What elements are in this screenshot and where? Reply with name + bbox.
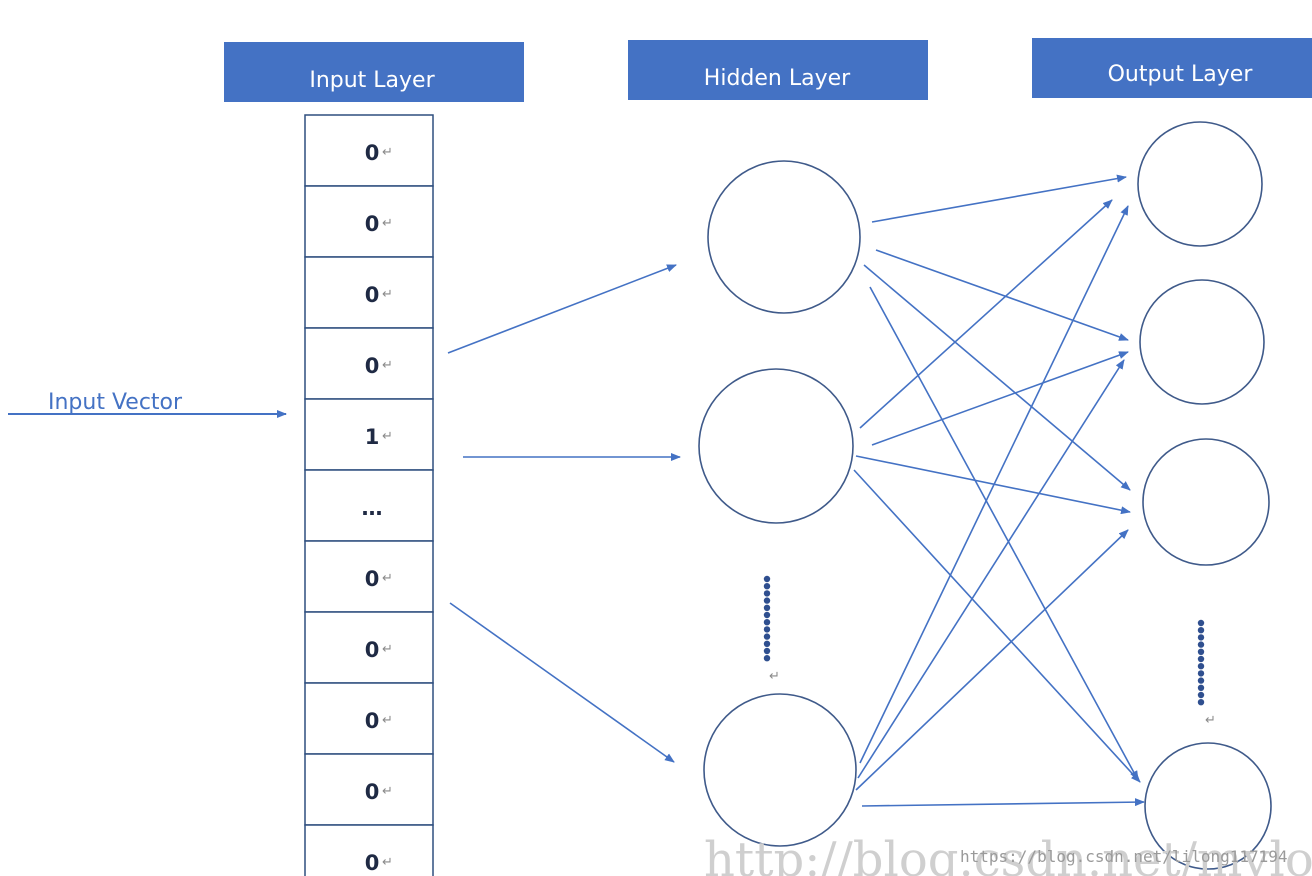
output-layer-header: Output Layer	[1032, 38, 1312, 98]
ellipsis-dot	[1197, 648, 1205, 655]
input-cell-value: 0	[365, 851, 380, 875]
input-cell-value: …	[362, 496, 383, 520]
input-cell	[304, 753, 434, 826]
input-cell-return-mark: ↵	[382, 145, 393, 160]
ellipsis-dot	[1197, 670, 1205, 677]
connections	[447, 174, 1145, 807]
ellipsis-dot	[763, 640, 771, 647]
ellipsis-dot	[763, 633, 771, 640]
input-cell-return-mark: ↵	[382, 855, 393, 870]
output-node-3	[1142, 438, 1270, 566]
input-cell	[304, 682, 434, 755]
watermark-url: https://blog.csdn.net/lilong117194	[960, 847, 1288, 866]
hidden3-to-output3	[855, 529, 1129, 791]
hidden2-to-output2	[871, 351, 1129, 446]
input-layer-title: Input Layer	[309, 68, 435, 93]
ellipsis-dot	[1197, 677, 1205, 684]
output-ellipsis-dots	[1197, 619, 1205, 706]
input-cell-value: 0	[365, 283, 380, 307]
hidden2-to-output3	[855, 455, 1131, 515]
ellipsis-dot	[1197, 684, 1205, 691]
output-ellipsis-mark: ↵	[1205, 713, 1216, 728]
input-cell-return-mark: ↵	[382, 287, 393, 302]
input-cell-value: 0	[365, 212, 380, 236]
hidden2-to-output4	[853, 469, 1141, 783]
hidden3-to-output2	[857, 359, 1125, 779]
hidden-node-3	[703, 693, 857, 847]
hidden1-to-output4	[869, 286, 1139, 781]
input-cell	[304, 114, 434, 187]
input-to-hidden-1	[447, 264, 677, 354]
input-cell-value: 0	[365, 780, 380, 804]
ellipsis-dot	[1197, 619, 1205, 627]
hidden2-to-output1	[859, 199, 1113, 429]
hidden1-to-output3	[863, 264, 1131, 491]
hidden1-to-output2	[875, 249, 1129, 341]
hidden-layer-title: Hidden Layer	[704, 66, 851, 91]
ellipsis-dot	[1197, 691, 1205, 699]
ellipsis-dot	[763, 655, 771, 662]
ellipsis-dot	[763, 583, 771, 590]
hidden1-to-output1	[871, 174, 1127, 223]
ellipsis-dot	[1197, 663, 1205, 670]
input-vector-column: 0↵0↵0↵0↵1↵…0↵0↵0↵0↵0↵	[304, 114, 434, 876]
ellipsis-dot	[763, 611, 771, 619]
input-vector-label: Input Vector	[48, 390, 183, 415]
input-cell-value: 1	[365, 425, 380, 449]
output-node-4	[1144, 742, 1272, 870]
input-cell	[304, 540, 434, 613]
ellipsis-dot	[1197, 641, 1205, 648]
input-cell-value: 0	[365, 567, 380, 591]
ellipsis-dot	[1197, 627, 1205, 634]
input-to-hidden-3	[449, 602, 675, 763]
input-cell-value: 0	[365, 354, 380, 378]
input-cell-value: 0	[365, 141, 380, 165]
input-cell-return-mark: ↵	[382, 571, 393, 586]
ellipsis-dot	[763, 626, 771, 633]
hidden3-to-output1	[859, 205, 1129, 764]
output-node-1	[1137, 121, 1263, 247]
ellipsis-dot	[1197, 655, 1205, 663]
hidden3-to-output4	[861, 798, 1145, 807]
input-layer-header: Input Layer	[224, 42, 524, 102]
hidden-ellipsis-mark: ↵	[769, 669, 780, 684]
ellipsis-dot	[763, 604, 771, 611]
ellipsis-dot	[763, 590, 771, 597]
input-cell-return-mark: ↵	[382, 713, 393, 728]
input-cell-return-mark: ↵	[382, 358, 393, 373]
input-cell-return-mark: ↵	[382, 429, 393, 444]
hidden-node-2	[698, 368, 854, 524]
ellipsis-dot	[1197, 634, 1205, 641]
ellipsis-dot	[763, 619, 771, 626]
hidden-node-1	[707, 160, 861, 314]
hidden-ellipsis-dots	[763, 575, 771, 662]
input-cell	[304, 611, 434, 684]
input-cell-value: 0	[365, 638, 380, 662]
watermark-faded: http://blog.csdn.net/mylove0414	[704, 832, 1312, 876]
output-node-2	[1139, 279, 1265, 405]
ellipsis-dot	[763, 575, 771, 583]
input-cell	[304, 469, 434, 542]
input-cell-return-mark: ↵	[382, 642, 393, 657]
ellipsis-dot	[763, 597, 771, 604]
ellipsis-dot	[1197, 699, 1205, 706]
input-cell	[304, 824, 434, 876]
input-cell-return-mark: ↵	[382, 784, 393, 799]
input-cell-return-mark: ↵	[382, 216, 393, 231]
output-layer-title: Output Layer	[1108, 62, 1254, 87]
hidden-layer-header: Hidden Layer	[628, 40, 928, 100]
ellipsis-dot	[763, 647, 771, 655]
input-cell-value: 0	[365, 709, 380, 733]
